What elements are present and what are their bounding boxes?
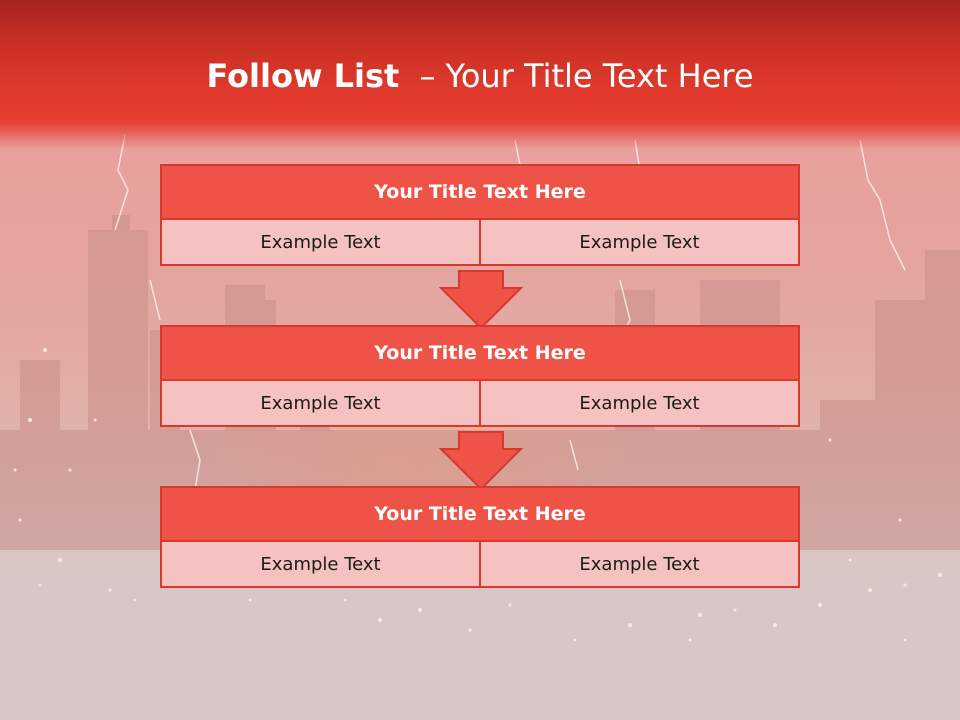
step-block-2: Your Title Text Here Example Text Exampl… xyxy=(160,325,800,427)
step-row: Example Text Example Text xyxy=(160,540,800,588)
title-rest-part: Your Title Text Here xyxy=(445,57,754,95)
step-title: Your Title Text Here xyxy=(160,164,800,220)
step-cell-left: Example Text xyxy=(160,379,481,427)
step-title: Your Title Text Here xyxy=(160,486,800,542)
step-cell-left: Example Text xyxy=(160,540,481,588)
step-block-1: Your Title Text Here Example Text Exampl… xyxy=(160,164,800,266)
step-title: Your Title Text Here xyxy=(160,325,800,381)
down-arrow-icon xyxy=(438,431,524,491)
step-cell-right: Example Text xyxy=(479,540,800,588)
step-row: Example Text Example Text xyxy=(160,218,800,266)
title-separator: – xyxy=(419,57,436,95)
step-block-3: Your Title Text Here Example Text Exampl… xyxy=(160,486,800,588)
down-arrow-icon xyxy=(438,270,524,330)
title-bold-part: Follow List xyxy=(206,57,400,95)
step-cell-right: Example Text xyxy=(479,218,800,266)
slide-title: Follow List –Your Title Text Here xyxy=(0,56,960,96)
header-band xyxy=(0,0,960,150)
step-row: Example Text Example Text xyxy=(160,379,800,427)
step-cell-left: Example Text xyxy=(160,218,481,266)
step-cell-right: Example Text xyxy=(479,379,800,427)
